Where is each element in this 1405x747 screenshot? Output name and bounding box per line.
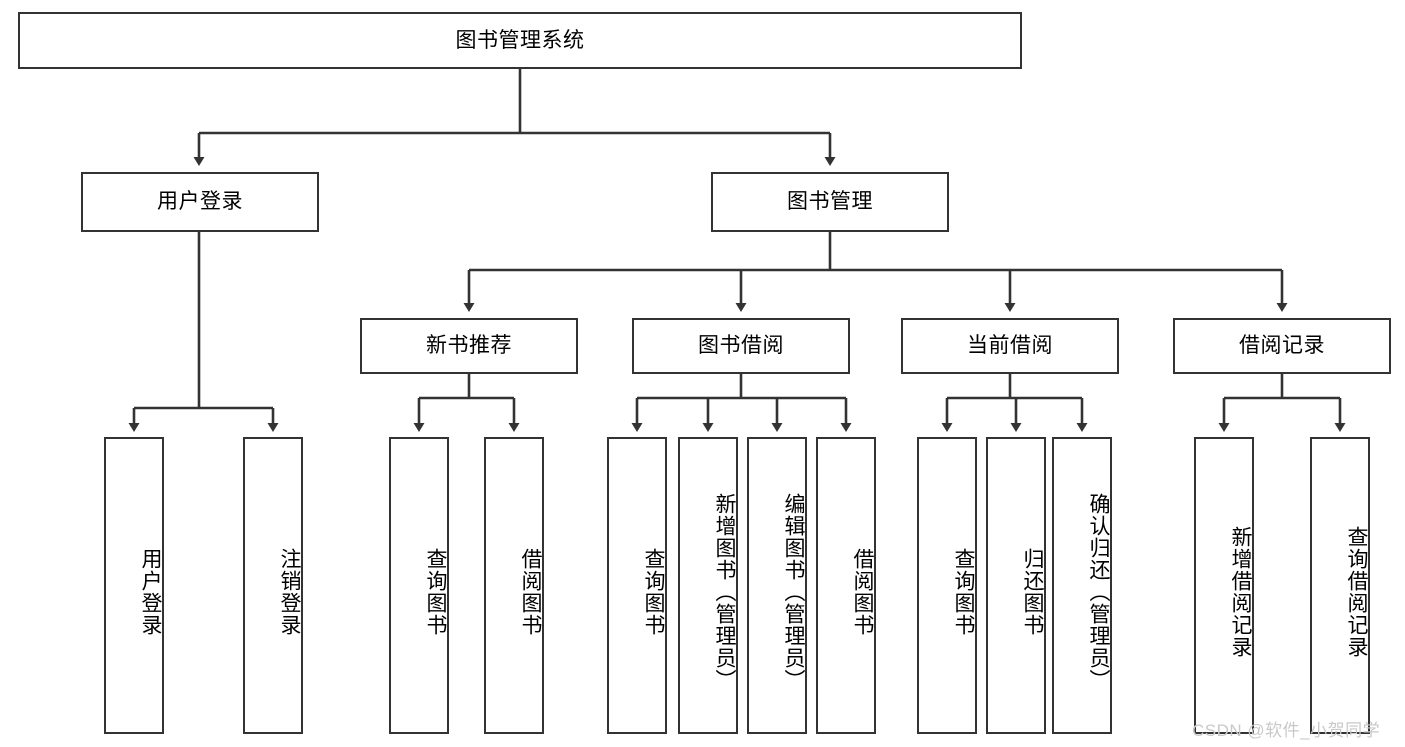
leaf-query-borrow-record[interactable]: 查询借阅记录 (1310, 437, 1370, 734)
node-book-borrow[interactable]: 图书借阅 (632, 318, 850, 374)
leaf-query-book-bb-label: 查询图书 (642, 547, 665, 636)
leaf-borrow-book-bb[interactable]: 借阅图书 (816, 437, 876, 734)
node-current-borrow-label: 当前借阅 (967, 334, 1053, 358)
leaf-add-borrow-record[interactable]: 新增借阅记录 (1194, 437, 1254, 734)
leaf-query-book-cb[interactable]: 查询图书 (917, 437, 977, 734)
node-book-borrow-label: 图书借阅 (698, 334, 784, 358)
node-user-login[interactable]: 用户登录 (81, 172, 319, 232)
leaf-borrow-book-nb-label: 借阅图书 (519, 547, 542, 636)
leaf-query-borrow-record-label: 查询借阅记录 (1345, 525, 1368, 658)
node-current-borrow[interactable]: 当前借阅 (901, 318, 1119, 374)
leaf-user-login[interactable]: 用户登录 (104, 437, 164, 734)
leaf-confirm-return-admin-label: 确认归还（管理员） (1087, 492, 1110, 691)
node-new-book-recommend-label: 新书推荐 (426, 334, 512, 358)
leaf-user-login-label: 用户登录 (139, 547, 162, 636)
leaf-query-book-bb[interactable]: 查询图书 (607, 437, 667, 734)
leaf-logout-label: 注销登录 (278, 547, 301, 636)
leaf-return-book-label: 归还图书 (1021, 547, 1044, 636)
node-borrow-record[interactable]: 借阅记录 (1173, 318, 1391, 374)
leaf-query-book-nb-label: 查询图书 (424, 547, 447, 636)
watermark: CSDN @软件_小贺同学 (1192, 721, 1381, 740)
leaf-logout[interactable]: 注销登录 (243, 437, 303, 734)
leaf-borrow-book-bb-label: 借阅图书 (851, 547, 874, 636)
leaf-edit-book-admin[interactable]: 编辑图书（管理员） (747, 437, 807, 734)
leaf-add-borrow-record-label: 新增借阅记录 (1229, 525, 1252, 658)
node-new-book-recommend[interactable]: 新书推荐 (360, 318, 578, 374)
leaf-add-book-admin-label: 新增图书（管理员） (713, 492, 736, 691)
leaf-borrow-book-nb[interactable]: 借阅图书 (484, 437, 544, 734)
leaf-query-book-cb-label: 查询图书 (952, 547, 975, 636)
leaf-return-book[interactable]: 归还图书 (986, 437, 1046, 734)
node-borrow-record-label: 借阅记录 (1239, 334, 1325, 358)
leaf-confirm-return-admin[interactable]: 确认归还（管理员） (1052, 437, 1112, 734)
node-root[interactable]: 图书管理系统 (18, 12, 1022, 69)
node-book-management[interactable]: 图书管理 (711, 172, 949, 232)
node-root-label: 图书管理系统 (455, 28, 585, 52)
leaf-query-book-nb[interactable]: 查询图书 (389, 437, 449, 734)
node-book-management-label: 图书管理 (787, 190, 873, 214)
leaf-edit-book-admin-label: 编辑图书（管理员） (782, 492, 805, 691)
leaf-add-book-admin[interactable]: 新增图书（管理员） (678, 437, 738, 734)
node-user-login-label: 用户登录 (157, 190, 243, 214)
